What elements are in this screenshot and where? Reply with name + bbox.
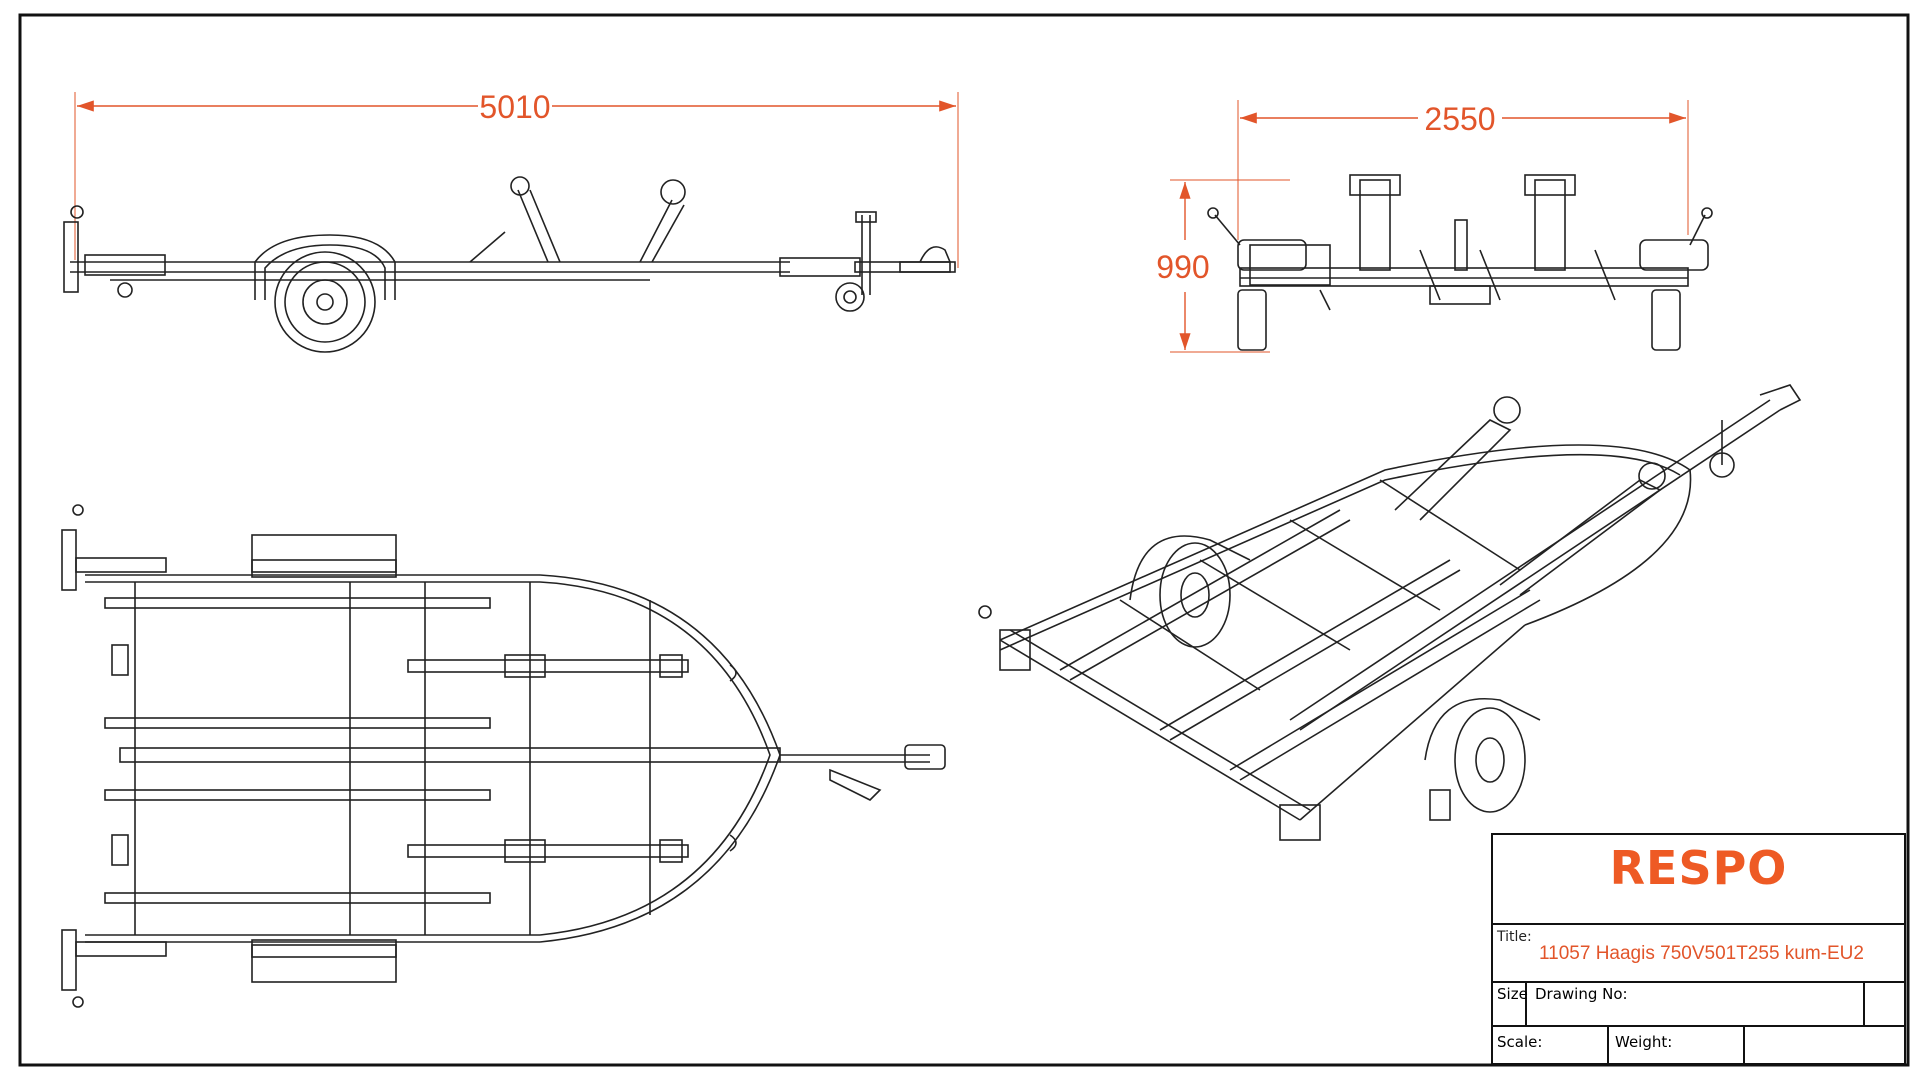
dim-rear-height: 990 (1156, 249, 1209, 285)
title-block-logo: RESPO (1493, 835, 1904, 925)
sheet-border (18, 13, 1910, 1067)
side-view (63, 92, 959, 353)
top-view (61, 504, 946, 1008)
rear-view (1170, 100, 1713, 353)
title-row: Title: 11057 Haagis 750V501T255 kum-EU2 (1493, 923, 1904, 983)
drawing-no-label: Drawing No: (1529, 981, 1865, 1025)
brand-logo: RESPO (1609, 841, 1788, 895)
title-block: RESPO Title: 11057 Haagis 750V501T255 ku… (1491, 833, 1906, 1065)
dim-rear-width: 2550 (1424, 101, 1495, 137)
size-row: Size Drawing No: (1493, 981, 1904, 1027)
scale-weight-row: Scale: Weight: (1493, 1025, 1904, 1065)
size-label: Size (1493, 981, 1528, 1025)
title-value: 11057 Haagis 750V501T255 kum-EU2 (1539, 943, 1864, 964)
title-label: Title: (1497, 929, 1532, 945)
weight-label: Weight: (1611, 1025, 1745, 1065)
scale-label: Scale: (1493, 1025, 1609, 1065)
isometric-view (978, 384, 1802, 841)
dim-side-length: 5010 (479, 89, 550, 125)
